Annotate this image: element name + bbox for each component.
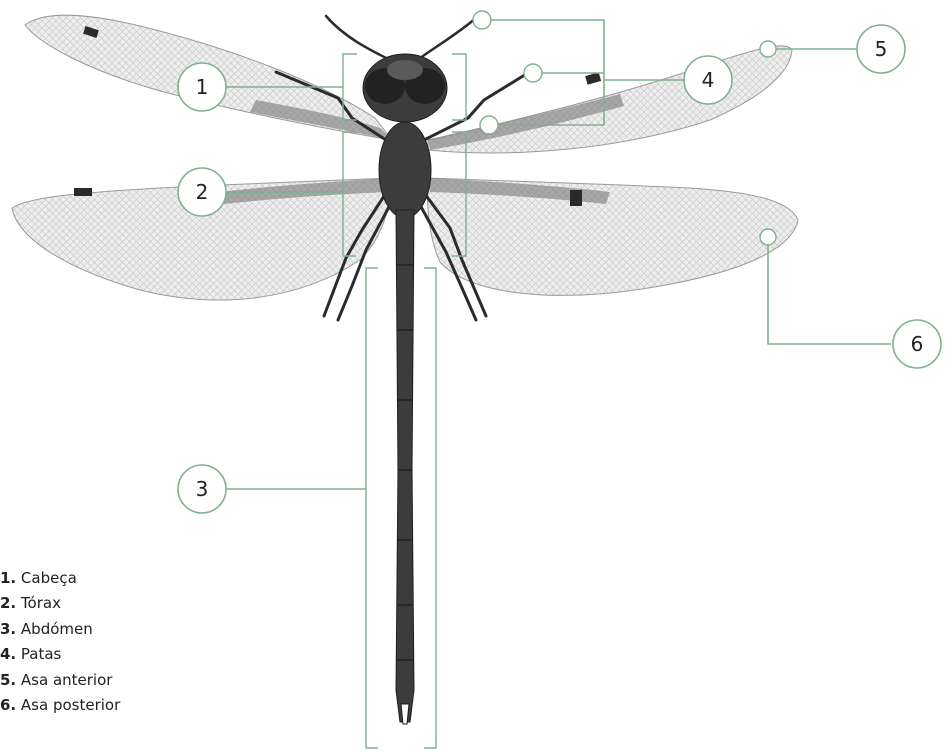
callout-number: 6 bbox=[911, 332, 924, 356]
callout-2: 2 bbox=[178, 168, 226, 216]
legend-item: 4. Patas bbox=[0, 642, 120, 667]
legend-number: 3. bbox=[0, 620, 16, 638]
leader-6 bbox=[768, 245, 891, 344]
abdomen bbox=[396, 210, 414, 722]
left-hindwing-stigma bbox=[74, 188, 92, 196]
callout-number: 3 bbox=[196, 477, 209, 501]
abdomen-tip bbox=[401, 704, 409, 724]
callout-3: 3 bbox=[178, 465, 226, 513]
legend-number: 5. bbox=[0, 671, 16, 689]
legend-number: 6. bbox=[0, 696, 16, 714]
right-hindwing-stigma bbox=[570, 190, 582, 206]
legend-label: Tórax bbox=[21, 594, 61, 612]
dragonfly-body bbox=[363, 54, 447, 724]
callout-number: 2 bbox=[196, 180, 209, 204]
legend-item: 6. Asa posterior bbox=[0, 693, 120, 718]
pointer-dot-hindwing bbox=[760, 229, 776, 245]
legend-number: 2. bbox=[0, 594, 16, 612]
legend-label: Patas bbox=[21, 645, 61, 663]
legend-label: Asa anterior bbox=[21, 671, 113, 689]
thorax bbox=[379, 122, 431, 218]
legend-label: Abdómen bbox=[21, 620, 93, 638]
callout-6: 6 bbox=[893, 320, 941, 368]
legend-label: Asa posterior bbox=[21, 696, 120, 714]
pointer-dot-leg-front bbox=[480, 116, 498, 134]
pointer-dot-forewing bbox=[760, 41, 776, 57]
right-hindwing bbox=[428, 178, 799, 295]
callout-number: 4 bbox=[702, 68, 715, 92]
legend-item: 2. Tórax bbox=[0, 591, 120, 616]
callout-1: 1 bbox=[178, 63, 226, 111]
legend-label: Cabeça bbox=[21, 569, 77, 587]
legend-item: 5. Asa anterior bbox=[0, 668, 120, 693]
callout-number: 5 bbox=[875, 37, 888, 61]
callout-4: 4 bbox=[684, 56, 732, 104]
pointer-dot-leg bbox=[524, 64, 542, 82]
legend-item: 3. Abdómen bbox=[0, 617, 120, 642]
right-forewing-stigma bbox=[585, 72, 601, 85]
callout-5: 5 bbox=[857, 25, 905, 73]
callout-number: 1 bbox=[196, 75, 209, 99]
legend-number: 1. bbox=[0, 569, 16, 587]
head-highlight bbox=[387, 60, 423, 80]
legend-number: 4. bbox=[0, 645, 16, 663]
pointer-dot-antenna bbox=[473, 11, 491, 29]
legend: 1. Cabeça 2. Tórax 3. Abdómen 4. Patas 5… bbox=[0, 566, 120, 718]
legend-item: 1. Cabeça bbox=[0, 566, 120, 591]
